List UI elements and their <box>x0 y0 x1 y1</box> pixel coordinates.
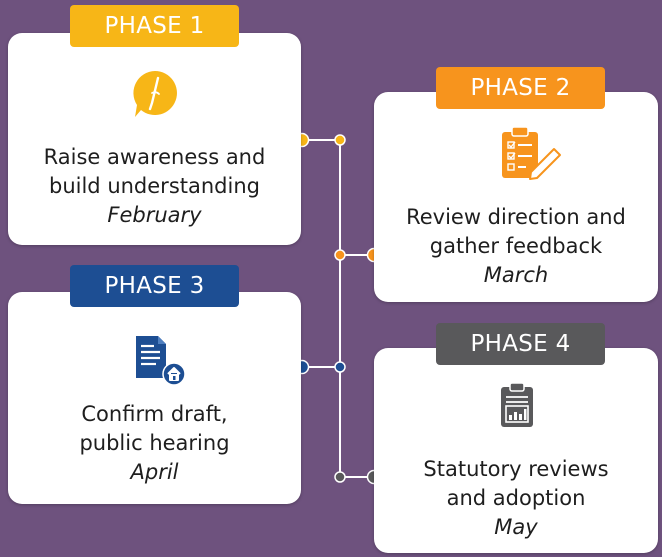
phase4-spine-dot <box>334 471 346 483</box>
phase3-title-line2: public hearing <box>79 431 230 455</box>
phase1-badge: PHASE 1 <box>70 5 239 47</box>
phase2-title-line2: gather feedback <box>429 234 603 258</box>
phase4-card: Statutory reviews and adoption May <box>374 348 658 553</box>
phase4-badge: PHASE 4 <box>436 323 605 365</box>
phase1-month: February <box>107 203 202 227</box>
phase3-badge: PHASE 3 <box>70 265 239 307</box>
phase4-month: May <box>494 515 538 539</box>
phase2-title-line1: Review direction and <box>406 205 626 229</box>
phase2-badge: PHASE 2 <box>436 67 605 109</box>
checklist-clipboard-icon <box>498 126 570 188</box>
phase1-title-line1: Raise awareness and <box>43 145 266 169</box>
phase1-title-line2: build understanding <box>49 174 260 198</box>
phase3-spine-dot <box>334 361 346 373</box>
phase4-title-line2: and adoption <box>446 486 586 510</box>
phase4-title-line1: Statutory reviews <box>423 457 609 481</box>
phase3-month: April <box>130 460 179 484</box>
phase2-spine-dot <box>334 249 346 261</box>
phase2-month: March <box>483 263 549 287</box>
phase2-card: Review direction and gather feedback Mar… <box>374 92 658 302</box>
phase3-title-line1: Confirm draft, <box>81 402 228 426</box>
phase1-spine-dot <box>334 134 346 146</box>
document-home-icon <box>134 334 186 390</box>
report-chart-clipboard-icon <box>500 382 534 432</box>
phase1-card: Raise awareness and build understanding … <box>8 33 301 245</box>
pen-speech-bubble-icon <box>131 69 179 123</box>
phase3-card: Confirm draft, public hearing April <box>8 292 301 504</box>
